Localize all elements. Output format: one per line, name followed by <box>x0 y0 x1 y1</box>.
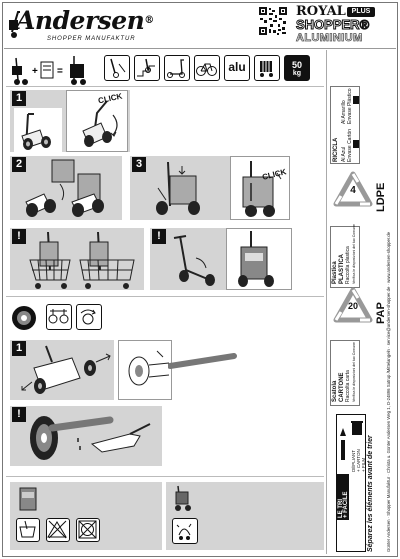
bicycle-icon <box>194 55 220 81</box>
warning-a-mark: ! <box>12 229 26 244</box>
warning-b-panel <box>226 228 292 290</box>
column-divider <box>326 50 327 554</box>
triman-film: + FILM <box>361 457 366 472</box>
wheel-replace-icon <box>76 304 102 330</box>
recycling-box-3-sub2: Raccolta carta <box>345 370 351 402</box>
step1-number: 1 <box>12 91 26 106</box>
recycling-box-2-sub2: Raccolta plastica <box>345 246 351 284</box>
qr-code <box>258 6 288 36</box>
aluminium-icon: alu <box>224 55 250 81</box>
header-divider <box>4 48 396 49</box>
triman-footer: Séparez les éléments avant de trier <box>367 435 374 552</box>
wheel-bearing-icon <box>46 304 72 330</box>
recycling-box-2-title: Plastica <box>332 261 338 284</box>
svg-text:+: + <box>32 66 38 77</box>
shopping-trolley-logo-icon <box>9 11 20 38</box>
bag-illustration <box>16 484 40 512</box>
warning-b-illustration <box>166 230 226 290</box>
cleaning-icon <box>172 518 198 544</box>
recycling-box-3-title: Scatola <box>332 380 338 402</box>
step1-panel-b <box>66 90 128 152</box>
step3-panel-b <box>230 156 290 220</box>
plus-badge: PLUS <box>347 7 375 17</box>
recycling-box-2-note: Verifica le disposizioni del tuo Comune <box>352 224 356 284</box>
product-line3: ALUMINIUM <box>296 32 363 45</box>
brand-name: Andersen® <box>16 6 154 35</box>
product-name: ROYAL PLUS SHOPPER® ALUMINIUM <box>292 5 394 45</box>
product-line2: SHOPPER® <box>295 17 370 32</box>
bin-icons <box>352 90 360 160</box>
brand-tagline: SHOPPER MANUFAKTUR <box>47 36 136 42</box>
step3-illustration <box>148 158 228 220</box>
weight-unit: kg <box>292 70 302 77</box>
max-weight-icon: 50 kg <box>284 55 310 81</box>
warning-a-illustration <box>26 230 142 290</box>
recycle-symbol-ldpe <box>330 170 376 214</box>
recycle-symbol-pap <box>330 286 376 330</box>
assembly-hint: + = <box>8 54 98 86</box>
axle-line <box>168 344 238 384</box>
recycling-box-3 <box>330 340 360 406</box>
wheel-step1-illustration <box>20 342 116 400</box>
brand-logo <box>6 6 156 46</box>
recycle-code-2: 20 <box>347 301 358 311</box>
wheel-step1-detail <box>118 340 172 400</box>
product-line1: ROYAL <box>296 4 346 19</box>
triman-plus: + FACILE <box>343 491 349 518</box>
alu-label: alu <box>228 60 246 74</box>
handwash-icon <box>16 518 40 542</box>
step2-number: 2 <box>12 157 26 172</box>
step1-panel-a <box>14 108 62 152</box>
scooter-icon <box>164 55 190 81</box>
trolley-stairs-icon <box>134 55 160 81</box>
divider <box>6 296 324 297</box>
recycling-box-1 <box>330 86 360 164</box>
trolley-rest-icon <box>104 55 130 81</box>
trolley-small-illustration <box>170 484 194 512</box>
divider <box>6 86 324 87</box>
triman-bin-icon <box>350 420 364 436</box>
oil-illustration <box>22 408 162 466</box>
recycle-code-1: 4 <box>350 185 356 196</box>
wheel-step1-number: 1 <box>12 341 26 356</box>
wheel-icon <box>10 304 38 332</box>
company-address: Günter Andersen · Shopper Manufaktur · C… <box>386 231 391 552</box>
divider <box>6 476 324 477</box>
triman-figure-icon <box>338 426 348 466</box>
recycling-box-2 <box>330 226 360 288</box>
triman-dark-band <box>337 474 349 520</box>
weight-value: 50 <box>291 60 302 70</box>
oil-warning-mark: ! <box>12 407 26 422</box>
triman-box <box>336 414 366 552</box>
step3-number: 3 <box>132 157 146 172</box>
recycling-box-1-title: RICICLA <box>333 137 339 162</box>
warning-b-mark: ! <box>152 229 166 244</box>
recycle-label-ldpe: LDPE <box>375 182 387 212</box>
no-dryer-icon <box>76 518 100 542</box>
no-bleach-icon <box>46 518 70 542</box>
svg-text:=: = <box>57 66 63 77</box>
step2-illustration <box>22 158 122 220</box>
shopping-cart-icon <box>254 55 280 81</box>
recycling-box-3-note: Verifica le disposizioni del tuo Comune <box>352 342 356 402</box>
